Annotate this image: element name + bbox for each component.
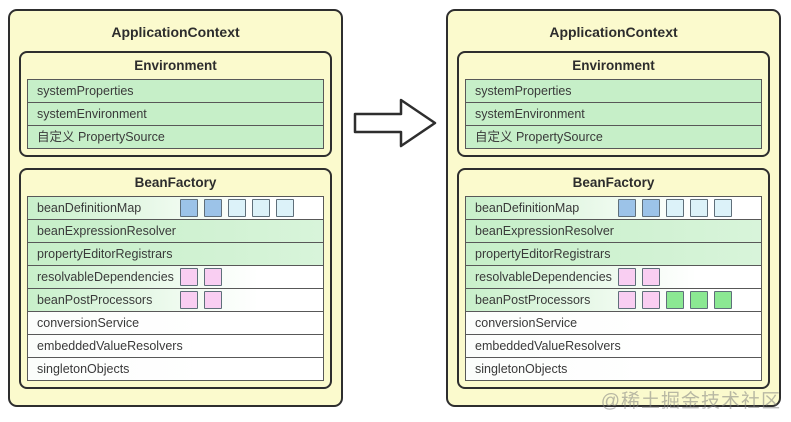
bean-factory-rows: beanDefinitionMap beanExpressionResolver… — [465, 196, 762, 381]
environment-row: 自定义 PropertySource — [27, 125, 324, 149]
blue-square — [618, 199, 636, 217]
environment-row-label: 自定义 PropertySource — [37, 130, 165, 144]
environment-row: systemProperties — [465, 79, 762, 103]
bean-factory-row: singletonObjects — [465, 357, 762, 381]
bean-factory-title: BeanFactory — [572, 175, 655, 190]
blue-square — [642, 199, 660, 217]
bean-factory-row: embeddedValueResolvers — [465, 334, 762, 358]
environment-row: systemProperties — [27, 79, 324, 103]
environment-box: Environment systemProperties systemEnvir… — [19, 51, 332, 157]
bean-squares — [618, 268, 660, 286]
green-square — [666, 291, 684, 309]
bean-factory-row: resolvableDependencies — [465, 265, 762, 289]
bean-factory-row: propertyEditorRegistrars — [465, 242, 762, 266]
bean-factory-row: conversionService — [27, 311, 324, 335]
bean-factory-row: resolvableDependencies — [27, 265, 324, 289]
application-context-title: ApplicationContext — [549, 24, 678, 40]
environment-title: Environment — [134, 58, 217, 73]
bean-factory-row: singletonObjects — [27, 357, 324, 381]
green-square — [714, 291, 732, 309]
environment-row-label: 自定义 PropertySource — [475, 130, 603, 144]
application-context-title: ApplicationContext — [111, 24, 240, 40]
bean-factory-row-label: singletonObjects — [37, 362, 130, 376]
bean-factory-row-label: beanDefinitionMap — [475, 201, 580, 215]
bean-factory-row-label: embeddedValueResolvers — [475, 339, 621, 353]
environment-row-label: systemEnvironment — [475, 107, 585, 121]
environment-row-label: systemEnvironment — [37, 107, 147, 121]
cyan-square — [666, 199, 684, 217]
bean-factory-row-label: beanExpressionResolver — [37, 224, 176, 238]
bean-factory-row: beanDefinitionMap — [465, 196, 762, 220]
bean-factory-box: BeanFactory beanDefinitionMap beanExpres… — [19, 168, 332, 389]
bean-factory-row: conversionService — [465, 311, 762, 335]
green-square — [690, 291, 708, 309]
cyan-square — [690, 199, 708, 217]
bean-factory-row: beanPostProcessors — [27, 288, 324, 312]
bean-factory-row: beanExpressionResolver — [27, 219, 324, 243]
bean-squares — [180, 291, 222, 309]
bean-factory-row-label: propertyEditorRegistrars — [475, 247, 611, 261]
bean-factory-title: BeanFactory — [134, 175, 217, 190]
bean-factory-row-label: resolvableDependencies — [475, 270, 612, 284]
environment-row-label: systemProperties — [475, 84, 572, 98]
application-context-panel-before: ApplicationContext Environment systemPro… — [8, 9, 343, 407]
bean-factory-row-label: beanDefinitionMap — [37, 201, 142, 215]
environment-row-label: systemProperties — [37, 84, 134, 98]
environment-row: 自定义 PropertySource — [465, 125, 762, 149]
application-context-panel-after: ApplicationContext Environment systemPro… — [446, 9, 781, 407]
environment-row: systemEnvironment — [27, 102, 324, 126]
bean-factory-box: BeanFactory beanDefinitionMap beanExpres… — [457, 168, 770, 389]
environment-box: Environment systemProperties systemEnvir… — [457, 51, 770, 157]
bean-factory-row: beanExpressionResolver — [465, 219, 762, 243]
pink-square — [180, 291, 198, 309]
bean-factory-row-label: conversionService — [37, 316, 140, 330]
environment-rows: systemProperties systemEnvironment 自定义 P… — [27, 79, 324, 149]
bean-factory-row: embeddedValueResolvers — [27, 334, 324, 358]
bean-factory-row: beanPostProcessors — [465, 288, 762, 312]
environment-row: systemEnvironment — [465, 102, 762, 126]
bean-factory-row-label: embeddedValueResolvers — [37, 339, 183, 353]
blue-square — [204, 199, 222, 217]
bean-factory-row: beanDefinitionMap — [27, 196, 324, 220]
pink-square — [642, 291, 660, 309]
bean-factory-row-label: conversionService — [475, 316, 578, 330]
bean-squares — [618, 291, 732, 309]
environment-rows: systemProperties systemEnvironment 自定义 P… — [465, 79, 762, 149]
bean-factory-row-label: singletonObjects — [475, 362, 568, 376]
pink-square — [180, 268, 198, 286]
bean-factory-row-label: beanExpressionResolver — [475, 224, 614, 238]
bean-factory-row: propertyEditorRegistrars — [27, 242, 324, 266]
bean-factory-rows: beanDefinitionMap beanExpressionResolver… — [27, 196, 324, 381]
bean-factory-row-label: beanPostProcessors — [475, 293, 591, 307]
cyan-square — [276, 199, 294, 217]
pink-square — [204, 268, 222, 286]
cyan-square — [714, 199, 732, 217]
bean-factory-row-label: resolvableDependencies — [37, 270, 174, 284]
cyan-square — [228, 199, 246, 217]
bean-factory-row-label: beanPostProcessors — [37, 293, 153, 307]
transition-arrow-icon — [351, 93, 439, 153]
bean-factory-row-label: propertyEditorRegistrars — [37, 247, 173, 261]
watermark: @稀土掘金技术社区 — [600, 391, 781, 412]
pink-square — [618, 268, 636, 286]
pink-square — [642, 268, 660, 286]
blue-square — [180, 199, 198, 217]
bean-squares — [180, 268, 222, 286]
cyan-square — [252, 199, 270, 217]
pink-square — [204, 291, 222, 309]
environment-title: Environment — [572, 58, 655, 73]
bean-squares — [618, 199, 732, 217]
pink-square — [618, 291, 636, 309]
bean-squares — [180, 199, 294, 217]
